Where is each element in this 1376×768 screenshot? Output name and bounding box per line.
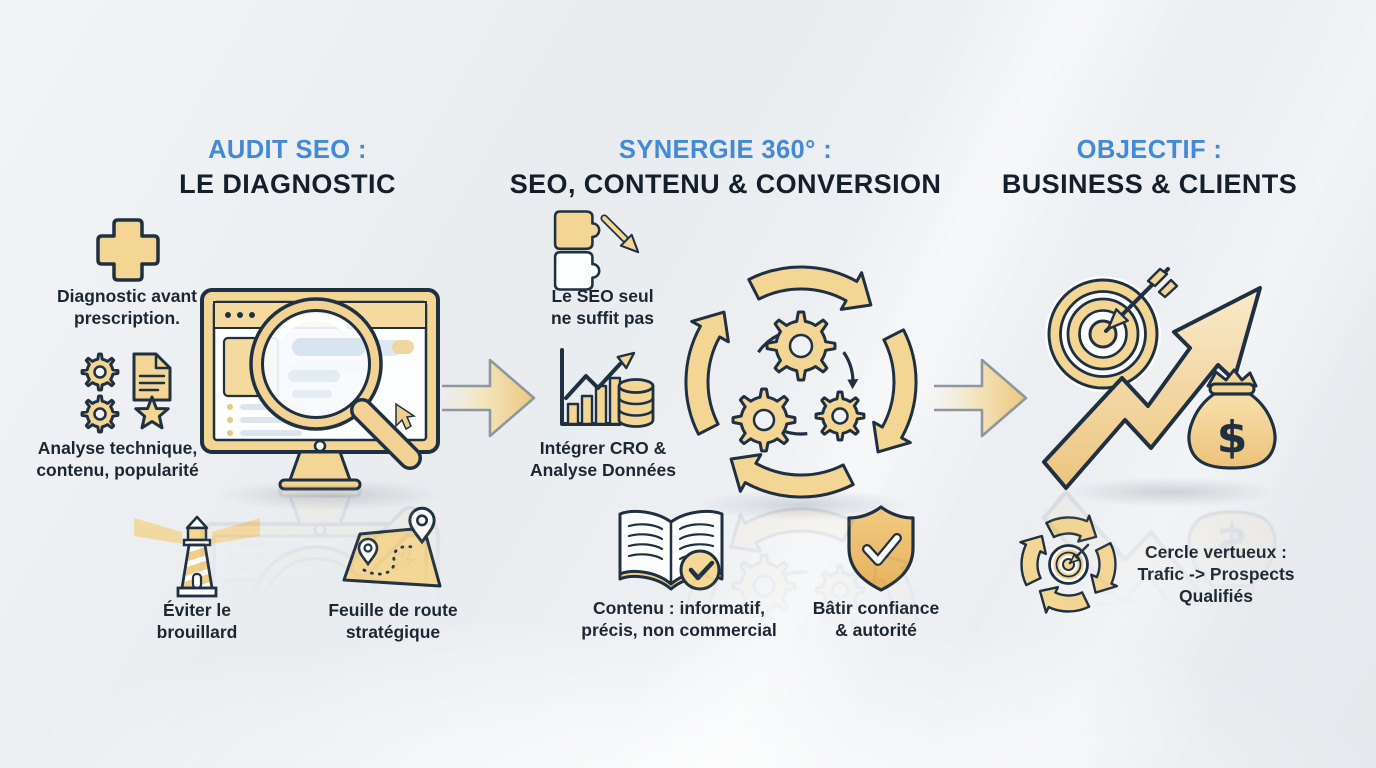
monitor-magnifier-icon bbox=[196, 286, 446, 491]
label-contenu: Contenu : informatif, précis, non commer… bbox=[581, 598, 777, 641]
gears-document-star-icon bbox=[76, 350, 184, 438]
svg-text:$: $ bbox=[1217, 412, 1248, 463]
header-main: LE DIAGNOSTIC bbox=[179, 168, 396, 199]
header-audit-seo: AUDIT SEO : LE DIAGNOSTIC bbox=[100, 136, 475, 199]
header-main: SEO, CONTENU & CONVERSION bbox=[509, 168, 942, 199]
gears-cycle-icon bbox=[672, 258, 930, 506]
right-arrow-icon bbox=[442, 350, 537, 445]
book-check-icon bbox=[612, 506, 730, 598]
chart-database-icon bbox=[548, 340, 660, 436]
header-accent: SYNERGIE 360° : bbox=[618, 136, 833, 164]
puzzle-arrow-icon bbox=[550, 208, 645, 293]
header-accent: AUDIT SEO : bbox=[208, 136, 367, 164]
label-confiance: Bâtir confiance & autorité bbox=[812, 598, 940, 641]
label-feuille: Feuille de route stratégique bbox=[328, 600, 458, 643]
header-accent: OBJECTIF : bbox=[1076, 136, 1223, 164]
header-synergie: SYNERGIE 360° : SEO, CONTENU & CONVERSIO… bbox=[498, 136, 953, 199]
right-arrow-icon bbox=[934, 350, 1029, 445]
label-eviter: Éviter le brouillard bbox=[156, 600, 238, 643]
header-objectif: OBJECTIF : BUSINESS & CLIENTS bbox=[952, 136, 1347, 199]
label-cercle-vertueux: Cercle vertueux : Trafic -> Prospects Qu… bbox=[1137, 542, 1295, 607]
label-seo-seul: Le SEO seul ne suffit pas bbox=[550, 286, 655, 329]
label-diagnostic: Diagnostic avant prescription. bbox=[56, 286, 198, 329]
lighthouse-icon bbox=[132, 512, 262, 600]
label-analyse: Analyse technique, contenu, popularité bbox=[36, 438, 199, 481]
header-main: BUSINESS & CLIENTS bbox=[1001, 168, 1298, 199]
shield-check-icon bbox=[840, 502, 922, 594]
medical-cross-icon bbox=[92, 214, 164, 286]
label-cro: Intégrer CRO & Analyse Données bbox=[530, 438, 676, 481]
map-route-icon bbox=[338, 506, 448, 592]
target-growth-moneybag-icon: $ bbox=[1030, 267, 1285, 493]
cycle-target-icon bbox=[1016, 512, 1121, 617]
